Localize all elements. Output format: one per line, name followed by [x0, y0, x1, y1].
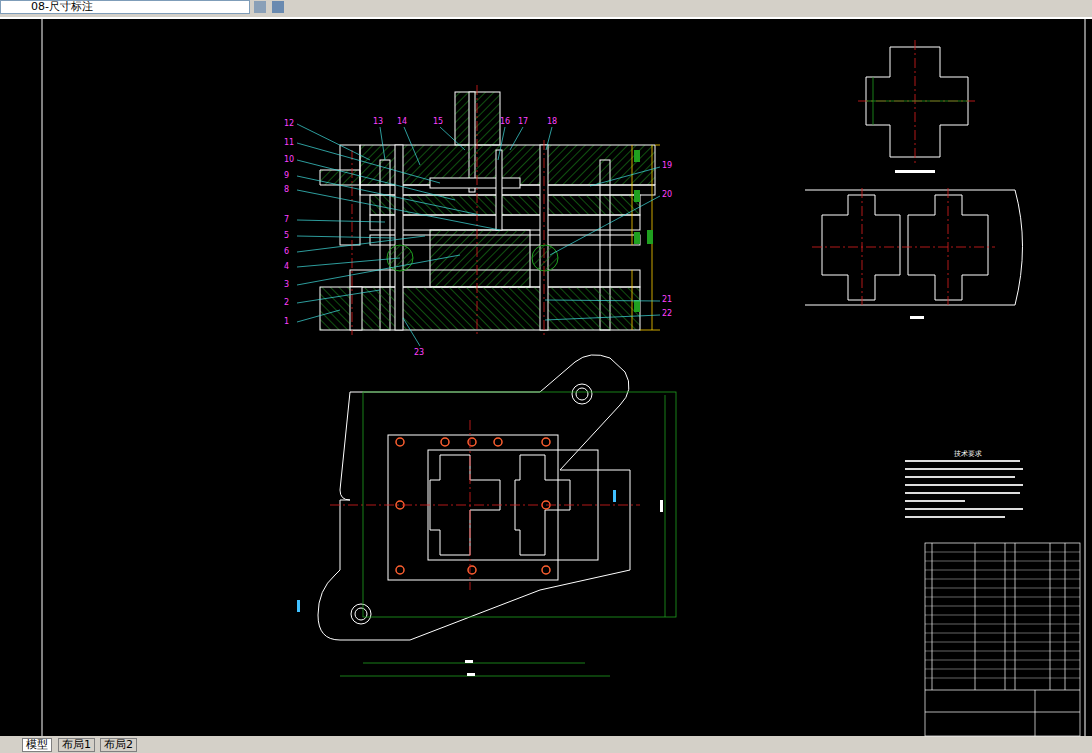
callout-number: 9: [284, 171, 289, 180]
callout-number: 11: [284, 138, 294, 147]
callout-number: 13: [373, 117, 383, 126]
layer-dropdown: 08-尺寸标注: [0, 0, 250, 14]
callout-number: 18: [547, 117, 557, 126]
callout-number: 20: [662, 190, 672, 199]
node-text: 布局1: [62, 738, 91, 751]
node-text: 布局2: [104, 738, 133, 751]
callout-number: 8: [284, 185, 289, 194]
callout-number: 10: [284, 155, 294, 164]
callout-number: 2: [284, 298, 289, 307]
callout-number: 21: [662, 295, 672, 304]
callout-number: 4: [284, 262, 289, 271]
node-text: 08-尺寸标注: [31, 0, 93, 13]
layout-tab: 布局1: [58, 738, 95, 752]
callout-number: 16: [500, 117, 510, 126]
callout-number: 19: [662, 161, 672, 170]
callout-number: 12: [284, 119, 294, 128]
callout-number: 5: [284, 231, 289, 240]
callout-number: 14: [397, 117, 407, 126]
callout-number: 22: [662, 309, 672, 318]
callout-number: 15: [433, 117, 443, 126]
node-text: 模型: [26, 738, 48, 751]
callout-number: 3: [284, 280, 289, 289]
notes-heading: 技术要求: [954, 450, 982, 459]
callout-number: 6: [284, 247, 289, 256]
callout-number: 17: [518, 117, 528, 126]
callout-number: 23: [414, 348, 424, 357]
layout-tab: 模型: [22, 738, 52, 752]
callout-number: 7: [284, 215, 289, 224]
callout-number: 1: [284, 317, 289, 326]
layout-tab: 布局2: [100, 738, 137, 752]
